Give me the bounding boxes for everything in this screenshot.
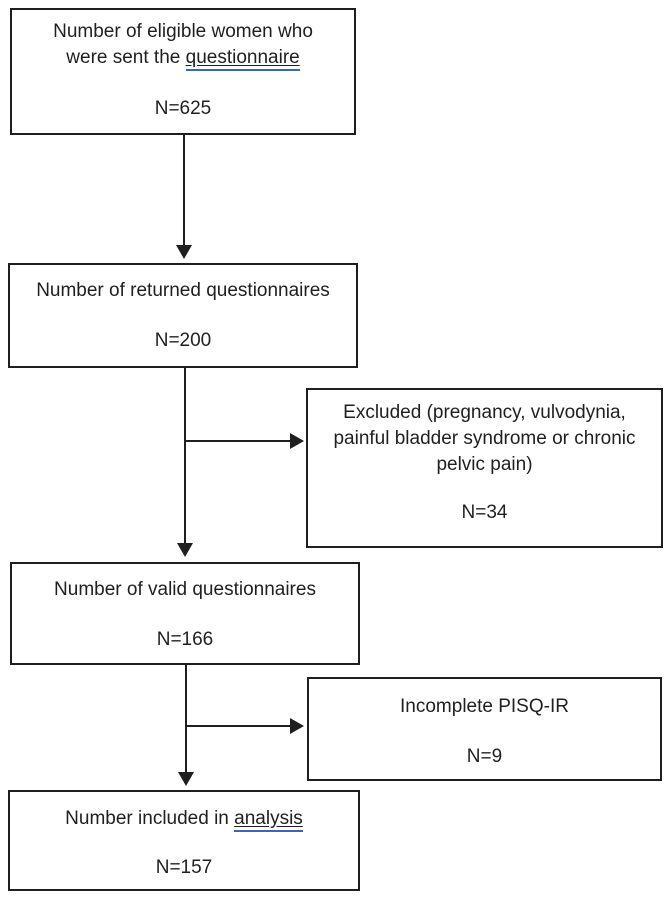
box-included-analysis: Number included in analysis N=157 bbox=[8, 790, 360, 891]
arrow-branch-incomplete-line bbox=[186, 725, 290, 727]
box-included-analysis-count: N=157 bbox=[155, 857, 213, 878]
box-valid-questionnaires: Number of valid questionnaires N=166 bbox=[10, 562, 360, 665]
box-incomplete-pisq-ir: Incomplete PISQ-IR N=9 bbox=[307, 677, 662, 781]
box-eligible-women-count: N=625 bbox=[154, 98, 212, 119]
box-eligible-women-line1: Number of eligible women who bbox=[53, 21, 313, 42]
box-returned-questionnaires-count: N=200 bbox=[154, 330, 212, 351]
arrow-branch-incomplete-head bbox=[290, 718, 304, 734]
arrow-branch-excluded-line bbox=[185, 440, 290, 442]
box-included-analysis-title-prefix: Number included in bbox=[65, 808, 235, 829]
arrow-returned-to-valid-line bbox=[184, 368, 186, 544]
arrow-branch-excluded-head bbox=[290, 433, 304, 449]
box-excluded-count: N=34 bbox=[461, 502, 508, 523]
arrow-valid-to-analysis-head bbox=[178, 772, 194, 786]
arrow-valid-to-analysis-line bbox=[185, 665, 187, 773]
box-eligible-women-underlined-word: questionnaire bbox=[185, 47, 300, 71]
box-incomplete-pisq-ir-count: N=9 bbox=[466, 746, 503, 767]
box-eligible-women-line2-prefix: were sent the bbox=[66, 47, 186, 68]
box-valid-questionnaires-count: N=166 bbox=[156, 629, 214, 650]
arrow-returned-to-valid-head bbox=[177, 543, 193, 557]
box-incomplete-pisq-ir-title: Incomplete PISQ-IR bbox=[400, 696, 569, 717]
box-included-analysis-title: Number included in analysis bbox=[10, 806, 358, 832]
arrow-eligible-to-returned-head bbox=[176, 245, 192, 259]
box-excluded: Excluded (pregnancy, vulvodynia, painful… bbox=[306, 388, 663, 548]
box-eligible-women: Number of eligible women who were sent t… bbox=[10, 8, 356, 135]
arrow-eligible-to-returned-line bbox=[183, 135, 185, 246]
box-returned-questionnaires: Number of returned questionnaires N=200 bbox=[8, 263, 358, 368]
box-returned-questionnaires-title: Number of returned questionnaires bbox=[36, 280, 330, 301]
box-included-analysis-underlined-word: analysis bbox=[234, 808, 303, 832]
box-eligible-women-line2: were sent the questionnaire bbox=[12, 45, 354, 71]
box-excluded-title: Excluded (pregnancy, vulvodynia, painful… bbox=[333, 402, 636, 475]
box-valid-questionnaires-title: Number of valid questionnaires bbox=[54, 579, 316, 600]
